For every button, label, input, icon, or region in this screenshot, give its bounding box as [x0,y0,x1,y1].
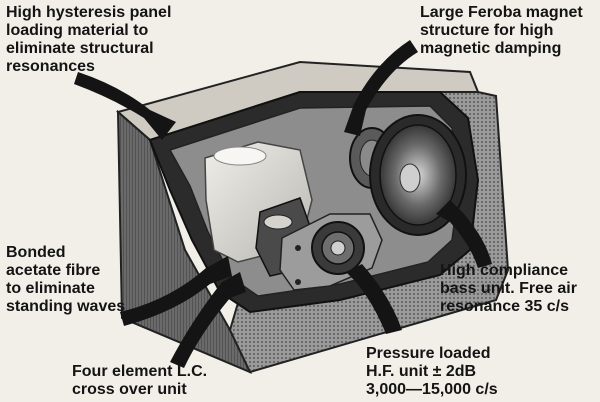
callout-acetate-fibre: Bonded acetate fibre to eliminate standi… [6,244,126,315]
leader-arrows [74,40,492,368]
arrow-fibre [120,256,232,326]
bass-unit-dustcap [399,163,421,193]
arrow-crossover [170,272,246,368]
arrow-bass [436,200,492,268]
callout-feroba-magnet: Large Feroba magnet structure for high m… [420,4,583,57]
callout-hf-unit: Pressure loaded H.F. unit ± 2dB 3,000—15… [366,345,498,398]
arrow-magnet [344,40,418,136]
callout-panel-loading: High hysteresis panel loading material t… [6,4,172,75]
arrow-panel [74,72,176,140]
callout-bass-unit: High compliance bass unit. Free air reso… [440,262,577,315]
arrow-hf [346,264,402,334]
fibre-highlight [213,146,267,166]
callout-crossover-unit: Four element L.C. cross over unit [72,363,208,398]
